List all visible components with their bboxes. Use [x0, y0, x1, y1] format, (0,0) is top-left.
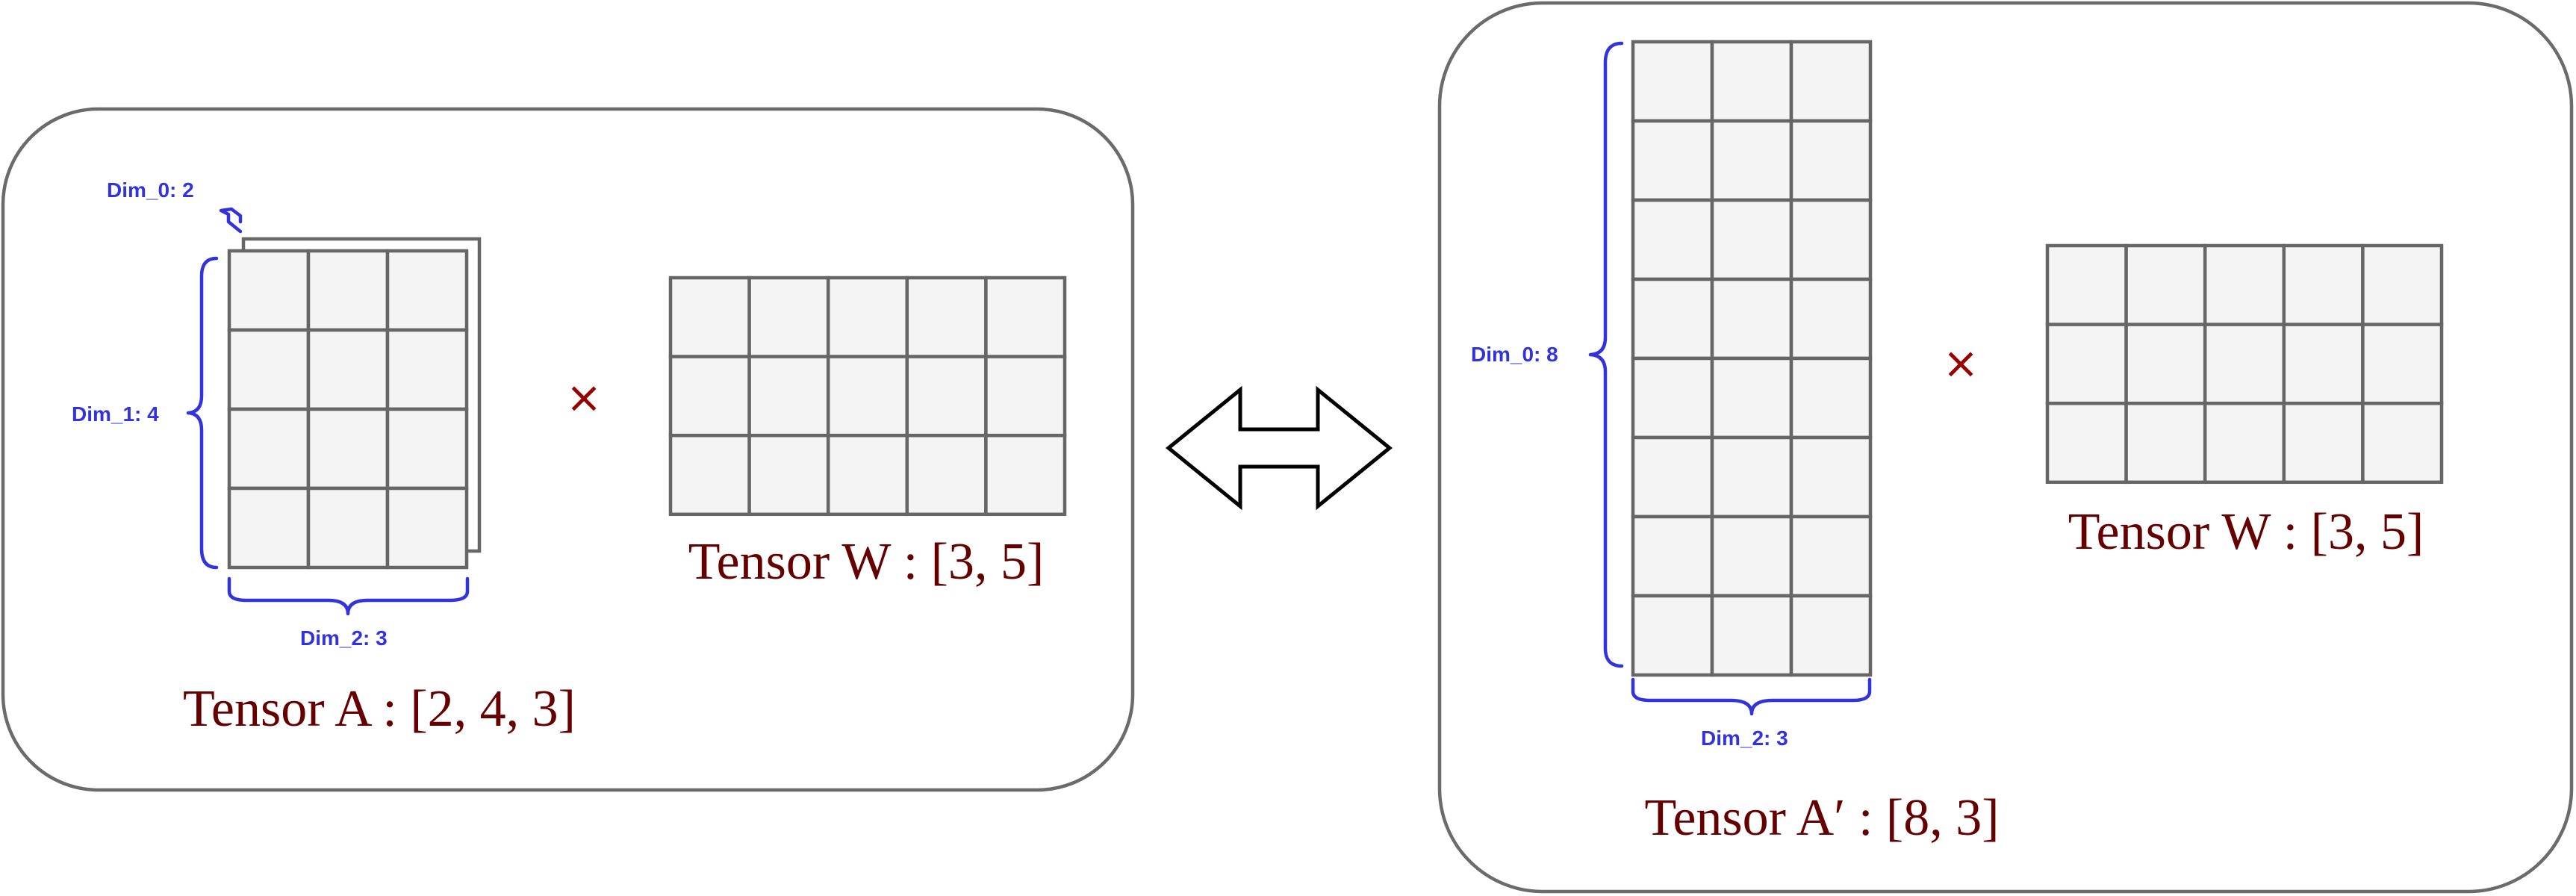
dim0-brace — [1588, 41, 1624, 668]
tensor-cell — [1789, 119, 1873, 202]
tensor-cell — [1631, 277, 1714, 361]
tensor-cell — [826, 355, 909, 438]
tensor-cell — [1789, 594, 1873, 677]
tensor-cell — [1710, 277, 1793, 361]
tensor-cell — [1710, 435, 1793, 519]
dim2-label: Dim_2: 3 — [1701, 727, 1788, 750]
dim1-brace — [186, 256, 219, 570]
tensor-cell — [1789, 198, 1873, 281]
tensor-cell — [385, 249, 469, 332]
tensor-cell — [984, 433, 1067, 517]
tensor-cell — [1710, 594, 1793, 677]
tensor-cell — [747, 433, 830, 517]
tensor-cell — [2203, 243, 2286, 326]
tensor-a-prime-grid — [1631, 40, 1873, 677]
dim2-label: Dim_2: 3 — [300, 626, 388, 650]
tensor-cell — [2282, 243, 2365, 326]
tensor-cell — [1631, 514, 1714, 598]
dim2-brace — [227, 576, 470, 616]
tensor-cell — [2361, 323, 2444, 405]
multiply-icon: × — [1943, 337, 1979, 388]
tensor-cell — [1789, 356, 1873, 440]
tensor-cell — [227, 249, 311, 332]
tensor-cell — [1710, 198, 1793, 281]
tensor-cell — [668, 276, 751, 358]
dim1-label: Dim_1: 4 — [72, 402, 159, 426]
tensor-cell — [1710, 356, 1793, 440]
tensor-cell — [2045, 401, 2128, 485]
tensor-cell — [747, 355, 830, 438]
tensor-cell — [905, 433, 988, 517]
tensor-cell — [306, 486, 390, 570]
tensor-w-label: Tensor W : [3, 5] — [688, 533, 1045, 591]
tensor-cell — [2282, 401, 2365, 485]
tensor-cell — [984, 276, 1067, 358]
tensor-cell — [385, 486, 469, 570]
tensor-cell — [2124, 323, 2207, 405]
tensor-cell — [1631, 356, 1714, 440]
double-arrow-icon — [1166, 385, 1393, 511]
tensor-cell — [306, 407, 390, 491]
tensor-cell — [1631, 119, 1714, 202]
tensor-cell — [1789, 277, 1873, 361]
tensor-cell — [2203, 401, 2286, 485]
tensor-w-grid — [668, 276, 1067, 517]
left-panel: Dim_0: 2 Dim_1: 4 Dim_2: 3 × Tensor W : … — [1, 107, 1135, 792]
tensor-cell — [1710, 514, 1793, 598]
right-panel: Dim_0: 8 Dim_2: 3 × Tensor W : [3, 5] Te… — [1437, 1, 2574, 894]
tensor-a-grid — [227, 249, 469, 570]
tensor-cell — [747, 276, 830, 358]
dim0-label: Dim_0: 2 — [107, 178, 194, 202]
tensor-cell — [2361, 401, 2444, 485]
multiply-icon: × — [566, 372, 603, 423]
tensor-cell — [1631, 435, 1714, 519]
tensor-cell — [668, 355, 751, 438]
dim0-brace — [219, 207, 243, 234]
tensor-cell — [2361, 243, 2444, 326]
tensor-cell — [905, 276, 988, 358]
tensor-cell — [984, 355, 1067, 438]
tensor-w-label: Tensor W : [3, 5] — [2068, 503, 2424, 561]
tensor-cell — [1710, 119, 1793, 202]
tensor-cell — [306, 328, 390, 411]
tensor-cell — [668, 433, 751, 517]
tensor-cell — [1789, 40, 1873, 123]
dim2-brace — [1631, 677, 1872, 716]
tensor-cell — [2124, 243, 2207, 326]
tensor-cell — [2045, 243, 2128, 326]
dim0-label: Dim_0: 8 — [1471, 343, 1558, 366]
tensor-cell — [385, 407, 469, 491]
tensor-cell — [826, 433, 909, 517]
tensor-cell — [1789, 514, 1873, 598]
tensor-a-label: Tensor A : [2, 4, 3] — [183, 680, 576, 738]
tensor-cell — [385, 328, 469, 411]
tensor-w-grid — [2045, 243, 2444, 485]
tensor-cell — [306, 249, 390, 332]
tensor-cell — [1631, 198, 1714, 281]
tensor-cell — [2282, 323, 2365, 405]
tensor-cell — [227, 407, 311, 491]
tensor-cell — [227, 486, 311, 570]
tensor-cell — [905, 355, 988, 438]
tensor-cell — [1631, 40, 1714, 123]
tensor-cell — [2045, 323, 2128, 405]
tensor-cell — [1710, 40, 1793, 123]
tensor-cell — [227, 328, 311, 411]
tensor-cell — [1789, 435, 1873, 519]
tensor-cell — [1631, 594, 1714, 677]
tensor-a-prime-label: Tensor A′ : [8, 3] — [1644, 789, 1999, 847]
tensor-cell — [826, 276, 909, 358]
tensor-cell — [2124, 401, 2207, 485]
tensor-cell — [2203, 323, 2286, 405]
